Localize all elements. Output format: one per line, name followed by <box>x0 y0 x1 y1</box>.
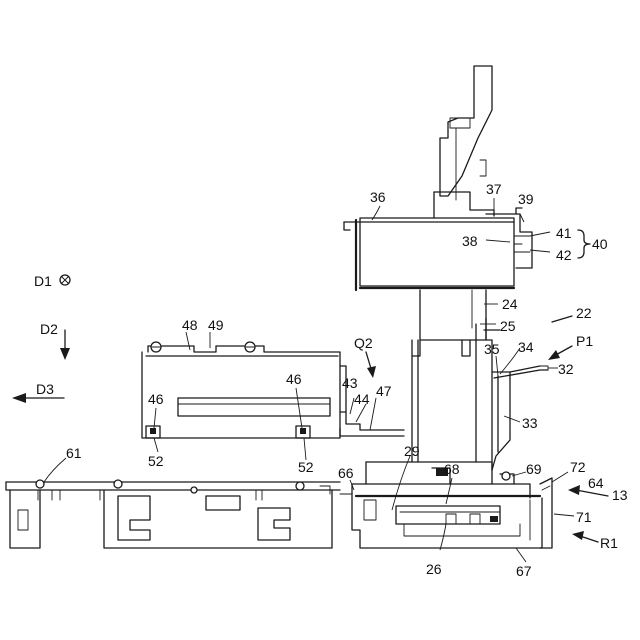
label-r1: R1 <box>600 535 618 551</box>
label-33: 33 <box>522 415 538 431</box>
label-25: 25 <box>500 318 516 334</box>
arrow-p1-icon <box>548 346 572 360</box>
tower-24 <box>412 290 500 470</box>
label-37: 37 <box>486 181 502 197</box>
arrow-down-icon <box>60 330 70 360</box>
reference-numerals: 36 37 39 38 41 42 40 24 25 22 P1 35 34 3… <box>34 181 628 579</box>
label-46-right: 46 <box>286 371 302 387</box>
label-q2: Q2 <box>354 335 373 351</box>
arrow-22-icon <box>552 316 572 322</box>
label-40: 40 <box>592 236 608 252</box>
label-35: 35 <box>484 341 500 357</box>
label-32: 32 <box>558 361 574 377</box>
label-48: 48 <box>182 317 198 333</box>
label-d1: D1 <box>34 273 52 289</box>
leader-lines <box>44 198 574 562</box>
label-49: 49 <box>208 317 224 333</box>
label-46-left: 46 <box>148 391 164 407</box>
label-66: 66 <box>338 465 354 481</box>
label-38: 38 <box>462 233 478 249</box>
label-41: 41 <box>556 225 572 241</box>
arrow-r1-icon <box>572 531 598 542</box>
label-24: 24 <box>502 296 518 312</box>
base-plate-61 <box>6 480 340 548</box>
upper-box-36 <box>344 208 532 290</box>
label-52-right: 52 <box>298 459 314 475</box>
label-p1: P1 <box>576 333 593 349</box>
label-34: 34 <box>518 339 534 355</box>
bracket-33 <box>492 366 548 470</box>
upper-bracket <box>434 66 494 218</box>
label-39: 39 <box>518 191 534 207</box>
label-68: 68 <box>444 461 460 477</box>
label-71: 71 <box>576 509 592 525</box>
label-22: 22 <box>576 305 592 321</box>
circle-cross-icon <box>60 275 70 285</box>
label-44: 44 <box>354 391 370 407</box>
label-52-left: 52 <box>148 453 164 469</box>
label-13: 13 <box>612 487 628 503</box>
label-43: 43 <box>342 375 358 391</box>
label-42: 42 <box>556 247 572 263</box>
label-61: 61 <box>66 445 82 461</box>
label-36: 36 <box>370 189 386 205</box>
label-d2: D2 <box>40 321 58 337</box>
brace-40 <box>578 230 590 258</box>
label-72: 72 <box>570 459 586 475</box>
label-d3: D3 <box>36 381 54 397</box>
label-69: 69 <box>526 461 542 477</box>
label-64: 64 <box>588 475 604 491</box>
label-29: 29 <box>404 443 420 459</box>
label-67: 67 <box>516 563 532 579</box>
arrow-q2-icon <box>366 352 376 378</box>
label-47: 47 <box>376 383 392 399</box>
label-26: 26 <box>426 561 442 577</box>
